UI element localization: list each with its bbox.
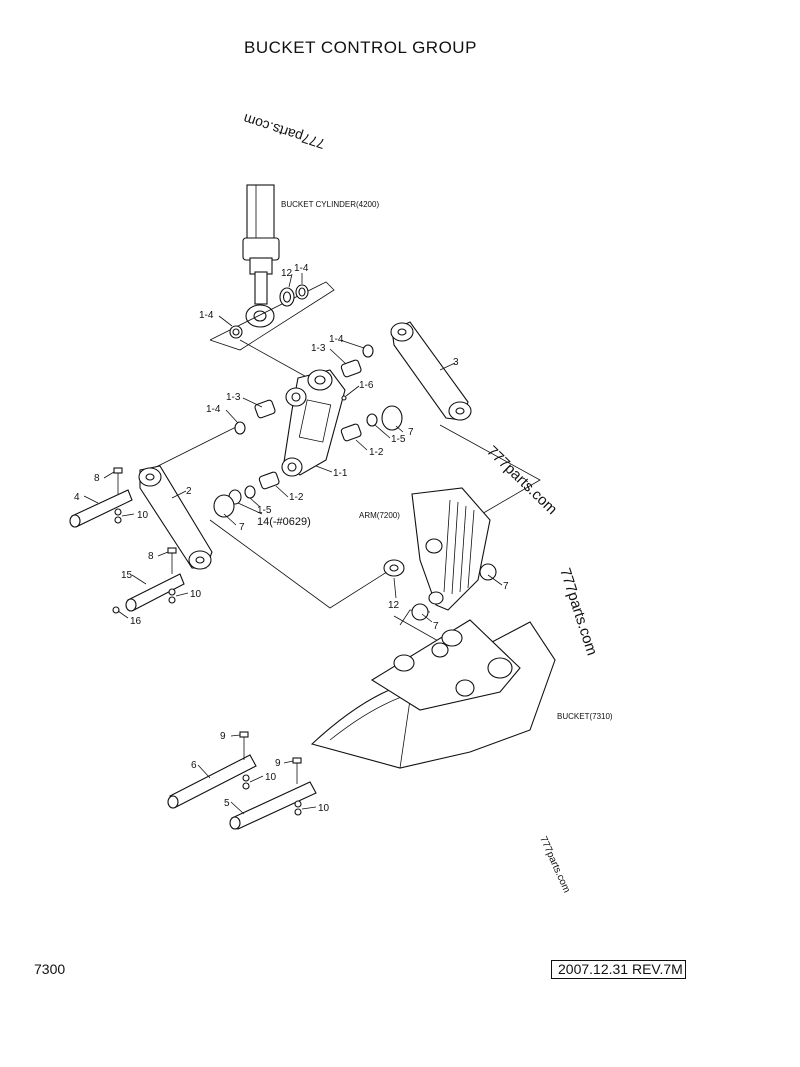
callout-10: 10: [265, 772, 277, 783]
page-number: 7300: [34, 961, 66, 977]
watermark-top: 777parts.com: [241, 111, 327, 152]
callout-2: 2: [186, 486, 192, 497]
callout-1-4: 1-4: [329, 334, 344, 345]
callout-9: 9: [220, 731, 226, 742]
callout-7: 7: [503, 581, 509, 592]
pin-6: [167, 754, 257, 809]
callout-1-4: 1-4: [294, 263, 309, 274]
bucket-cylinder: [242, 184, 280, 328]
revision-box: 2007.12.31 REV.7M: [551, 960, 686, 979]
callout-8: 8: [94, 473, 100, 484]
callout-4: 4: [74, 492, 80, 503]
page-title: BUCKET CONTROL GROUP: [244, 38, 477, 57]
callout-1-6: 1-6: [359, 380, 374, 391]
callout-1-2: 1-2: [369, 447, 384, 458]
callout-12: 12: [388, 600, 400, 611]
callout-10: 10: [318, 803, 330, 814]
arm-7200: [383, 487, 497, 621]
callout-1-3: 1-3: [311, 343, 326, 354]
bolts-nuts-left: [112, 467, 177, 614]
callout-1-3: 1-3: [226, 392, 241, 403]
callout-8: 8: [148, 551, 154, 562]
link-2: [138, 465, 213, 570]
watermark-bottom: 777parts.com: [537, 835, 572, 895]
watermark-right: 777parts.com: [556, 566, 600, 658]
callout-3: 3: [453, 357, 459, 368]
callout-14: 14(-#0629): [257, 516, 311, 528]
callout-1-5: 1-5: [391, 434, 406, 445]
label-bucket: BUCKET(7310): [557, 712, 613, 721]
callout-15: 15: [121, 570, 133, 581]
label-bucket-cylinder: BUCKET CYLINDER(4200): [281, 200, 379, 209]
callout-9: 9: [275, 758, 281, 769]
callout-12: 12: [281, 268, 293, 279]
callout-1-1: 1-1: [333, 468, 348, 479]
callout-1-4: 1-4: [199, 310, 214, 321]
callout-1-5: 1-5: [257, 505, 272, 516]
callout-6: 6: [191, 760, 197, 771]
center-link-1-1: [281, 369, 346, 477]
bucket-7310: [310, 619, 556, 769]
callout-7: 7: [408, 427, 414, 438]
leader-line-bucket: [393, 615, 441, 643]
callout-1-4: 1-4: [206, 404, 221, 415]
leader-frame-lower-left: [209, 519, 391, 609]
link-3: [390, 321, 472, 421]
leader-frame-link-3: [439, 424, 541, 516]
callout-leaders: [83, 273, 503, 815]
seal-rings-top: [229, 284, 309, 339]
label-arm: ARM(7200): [359, 511, 400, 520]
callout-7: 7: [239, 522, 245, 533]
bolts-nuts-bottom: [239, 731, 302, 816]
callout-5: 5: [224, 798, 230, 809]
bushings-center: [213, 344, 403, 518]
leader-line-cylinder-link: [239, 339, 313, 381]
pin-15: [125, 573, 185, 612]
callout-16: 16: [130, 616, 142, 627]
pin-4: [69, 489, 133, 528]
callout-7: 7: [433, 621, 439, 632]
callout-10: 10: [190, 589, 202, 600]
callout-1-2: 1-2: [289, 492, 304, 503]
pin-5: [229, 781, 317, 830]
callout-10: 10: [137, 510, 149, 521]
